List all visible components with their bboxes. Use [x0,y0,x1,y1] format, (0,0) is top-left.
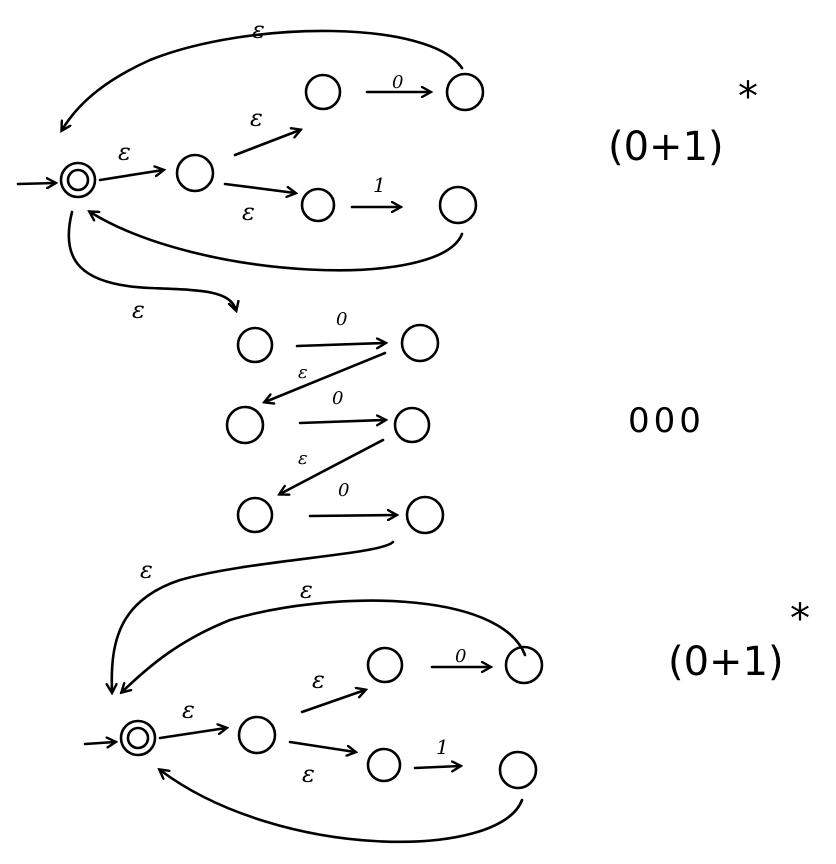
transition-0 [295,343,385,346]
state [504,645,544,685]
start-arrow [83,742,115,744]
epsilon-transition [223,182,295,193]
transition-0 [308,515,396,516]
symbol-label: 1 [373,173,386,197]
state [175,153,215,193]
symbol-label: 0 [332,388,343,409]
loop-back-arc-top [122,599,527,692]
epsilon-label: ε [312,666,325,694]
start-arrow [16,183,55,184]
state [393,406,431,444]
epsilon-transition [233,130,300,157]
epsilon-transition [300,690,365,714]
state [237,715,277,755]
middle-concat-block: ε 0 ε 0 ε 0 000 ε [67,210,705,692]
star-label: * [738,74,758,120]
transition-0 [298,420,385,423]
state [304,73,342,111]
epsilon-transition [67,210,236,310]
epsilon-label: ε [250,104,263,132]
bottom-star-block: ε ε ε 0 ε 1 (0+1) * [83,576,810,844]
expression-label: (0+1) [668,639,784,685]
transition-1 [413,766,460,768]
accept-inner-ring [66,168,90,192]
epsilon-label: ε [302,760,315,788]
start-state-accepting [119,719,157,757]
accept-inner-ring [126,726,150,750]
symbol-label: 0 [336,309,347,330]
symbol-label: 0 [338,480,349,501]
epsilon-label: ε [300,576,313,604]
state [236,496,274,534]
expression-label: 000 [628,401,705,441]
epsilon-label: ε [132,296,145,324]
state [445,72,485,112]
symbol-label: 0 [392,72,403,93]
state [400,323,440,363]
symbol-label: 1 [436,735,449,759]
state [225,405,265,445]
epsilon-label: ε [182,696,195,724]
top-star-block: ε ε ε 0 ε 1 (0+1) * [16,16,758,272]
epsilon-transition [265,351,387,402]
expression-label: (0+1) [608,124,724,170]
loop-back-arc-bottom [90,212,464,272]
start-state-accepting [59,161,97,199]
epsilon-transition [158,728,226,740]
epsilon-transition [280,438,385,494]
state [438,185,478,225]
epsilon-label: ε [140,556,153,584]
state [366,646,404,684]
loop-back-arc-bottom [160,770,524,844]
epsilon-label: ε [242,198,255,226]
state [498,750,538,790]
loop-back-arc-top [62,29,464,130]
state [300,187,336,223]
epsilon-label: ε [298,448,308,469]
epsilon-label: ε [298,362,308,383]
epsilon-label: ε [118,138,131,166]
symbol-label: 0 [455,646,466,667]
state [366,747,402,783]
state [236,326,274,364]
star-label: * [790,596,810,642]
epsilon-transition [98,170,163,182]
epsilon-label: ε [252,16,265,44]
epsilon-transition [288,740,355,752]
epsilon-transition [112,540,395,692]
state [405,495,445,535]
